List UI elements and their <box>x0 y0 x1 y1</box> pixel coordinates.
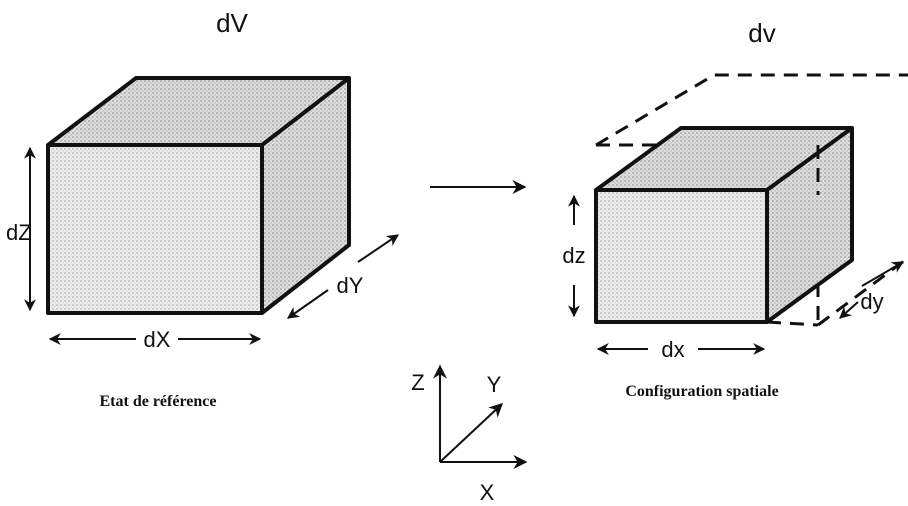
spatial-dz-label: dz <box>562 243 585 268</box>
reference-cube-front-face <box>48 145 262 313</box>
spatial-dy-arrow-upper <box>861 261 905 287</box>
spatial-cube-front-face <box>596 190 767 322</box>
reference-dy-arrow-upper <box>357 234 399 263</box>
reference-cube-edges <box>46 76 351 315</box>
y-axis-label: Y <box>487 372 502 397</box>
reference-volume-label: dV <box>216 8 248 38</box>
spatial-dx-label: dx <box>661 337 684 362</box>
reference-dx-label: dX <box>144 327 171 352</box>
x-axis-label: X <box>480 480 495 505</box>
y-axis-arrow <box>439 403 504 463</box>
reference-dy-arrow-lower <box>287 289 329 319</box>
reference-dz-label: dZ <box>6 220 32 245</box>
spatial-dy-arrow-lower <box>839 301 859 319</box>
spatial-dy-label: dy <box>860 289 883 314</box>
reference-cube-side-face <box>262 78 349 313</box>
coordinate-axes <box>433 364 528 469</box>
spatial-caption: Configuration spatiale <box>625 383 778 400</box>
reference-cube-top-face <box>48 78 349 145</box>
spatial-volume-label: dv <box>748 18 775 48</box>
spatial-cube <box>594 126 854 324</box>
reference-dy-label: dY <box>337 273 364 298</box>
reference-caption: Etat de référence <box>100 393 217 410</box>
z-axis-label: Z <box>411 370 424 395</box>
reference-cube <box>46 76 351 315</box>
original-volume-dashed-front <box>766 145 820 327</box>
